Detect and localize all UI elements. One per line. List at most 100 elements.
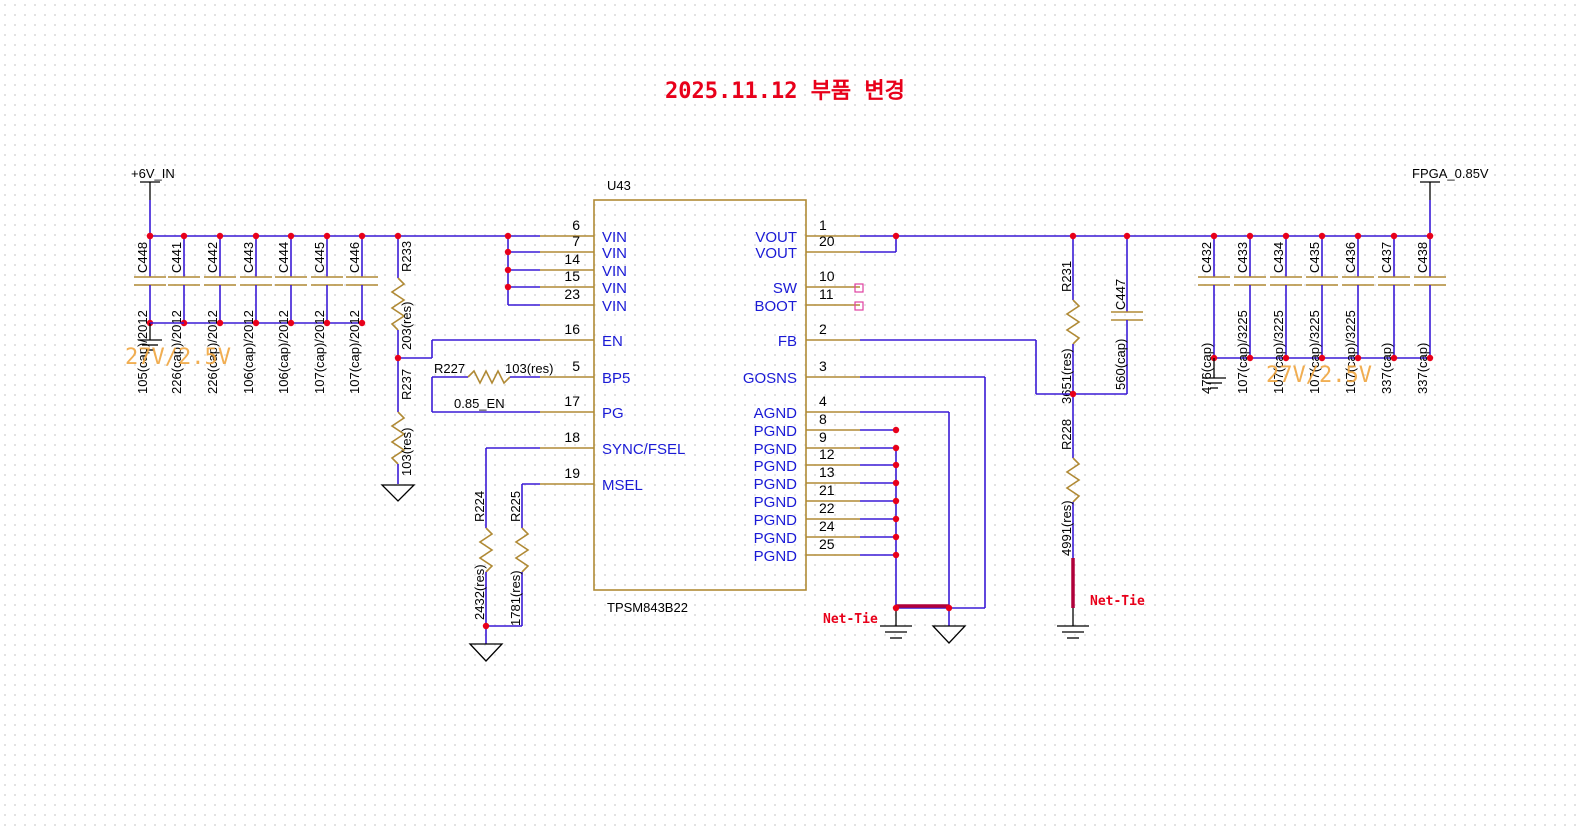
ic-pin-name: PGND [754,530,798,547]
r237-ground-icon [380,484,416,502]
junction-dot [892,444,900,452]
junction-dot [1123,232,1131,240]
ic-pin-name: VOUT [755,245,797,262]
junction-dot [892,533,900,541]
junction-dot [1246,232,1254,240]
capacitor-ref: C448 [135,242,150,273]
ic-pin-number: 19 [564,465,580,481]
capacitor-ref: C434 [1271,242,1286,273]
junction-dot [146,232,154,240]
ic-pin-number: 8 [819,411,827,427]
capacitor-value: 105(cap)/2012 [135,310,150,394]
ic-pin-number: 1 [819,217,827,233]
capacitor-ref: C436 [1343,242,1358,273]
ic-pin-name: MSEL [602,477,643,494]
junction-dot [1282,354,1290,362]
c447-capacitor [1111,236,1143,394]
power-out-label: FPGA_0.85V [1412,166,1489,181]
capacitor-value: 337(cap) [1379,343,1394,394]
junction-dot [1069,390,1077,398]
capacitor-ref: C433 [1235,242,1250,273]
junction-dot [892,461,900,469]
junction-dot [216,319,224,327]
junction-dot [1210,232,1218,240]
ic-pin-name: VIN [602,280,627,297]
ic-pin-number: 17 [564,393,580,409]
c447-value: 560(cap) [1113,339,1128,390]
output-ghost-note: 27V/2.5V [1266,363,1372,388]
ic-pin-name: VIN [602,298,627,315]
ic-pin-number: 12 [819,446,835,462]
junction-dot [892,479,900,487]
r233-resistor [390,236,406,358]
ic-pin-number: 21 [819,482,835,498]
ic-ref: U43 [607,178,631,193]
junction-dot [1426,232,1434,240]
ic-pin-name: VOUT [755,229,797,246]
en-wire [398,339,540,359]
capacitor-value: 337(cap) [1415,343,1430,394]
junction-dot [892,551,900,559]
capacitor-ref: C441 [169,242,184,273]
junction-dot [394,232,402,240]
ic-pin-name: AGND [754,405,798,422]
input-capacitor-group: C448105(cap)/2012C441226(cap)/2012C44222… [134,232,378,394]
junction-dot [323,232,331,240]
ic-pin-number: 3 [819,358,827,374]
ic-pin-name: FB [778,333,797,350]
ic-pin-number: 5 [572,358,580,374]
capacitor-value: 107(cap)/2012 [347,310,362,394]
input-cap-ground-icon [138,322,184,351]
ic-pin-number: 18 [564,429,580,445]
ic-pin-name: VIN [602,245,627,262]
junction-dot [1246,354,1254,362]
junction-dot [504,283,512,291]
junction-dot [1318,354,1326,362]
capacitor-ref: C445 [312,242,327,273]
r228-ground-icon [1057,625,1089,639]
output-cap-ground-icon [1202,358,1226,389]
net-tie-label-right: Net-Tie [1090,594,1145,609]
junction-dot [1390,354,1398,362]
pgnd-junction-dots [860,426,900,559]
ic-part: TPSM843B22 [607,600,688,615]
r231-resistor [1065,236,1081,458]
ic-pin-name: BP5 [602,370,630,387]
ic-pin-name: BOOT [754,298,797,315]
pgnd-ground-icon [880,625,912,639]
capacitor-value: 107(cap)/3225 [1271,310,1286,394]
capacitor-value: 107(cap)/3225 [1235,310,1250,394]
ic-pin-number: 9 [819,429,827,445]
junction-dot [1354,354,1362,362]
capacitor-ref: C446 [347,242,362,273]
ic-pin-name: PGND [754,494,798,511]
r224-resistor [478,447,540,644]
capacitor-ref: C435 [1307,242,1322,273]
capacitor-value: 106(cap)/2012 [241,310,256,394]
r237-value: 103(res) [399,428,414,476]
capacitor-value: 107(cap)/2012 [312,310,327,394]
junction-dot [504,266,512,274]
r233-value: 203(res) [399,302,414,350]
r224-value: 2432(res) [472,564,487,620]
fb-wire [860,339,1127,395]
junction-dot [358,232,366,240]
r228-ref: R228 [1059,419,1074,450]
r237-ref: R237 [399,369,414,400]
r237-resistor [390,358,406,484]
ic-pin-name: VIN [602,263,627,280]
junction-dot [1390,232,1398,240]
capacitor-ref: C442 [205,242,220,273]
junction-dot [252,319,260,327]
r231-value: 3651(res) [1059,348,1074,404]
junction-dot [482,622,490,630]
r225-resistor [486,483,540,627]
ic-pin-name: PGND [754,512,798,529]
junction-dot [504,248,512,256]
net-tie-label-left: Net-Tie [823,612,878,627]
ic-pin-number: 15 [564,268,580,284]
junction-dot [504,232,512,240]
